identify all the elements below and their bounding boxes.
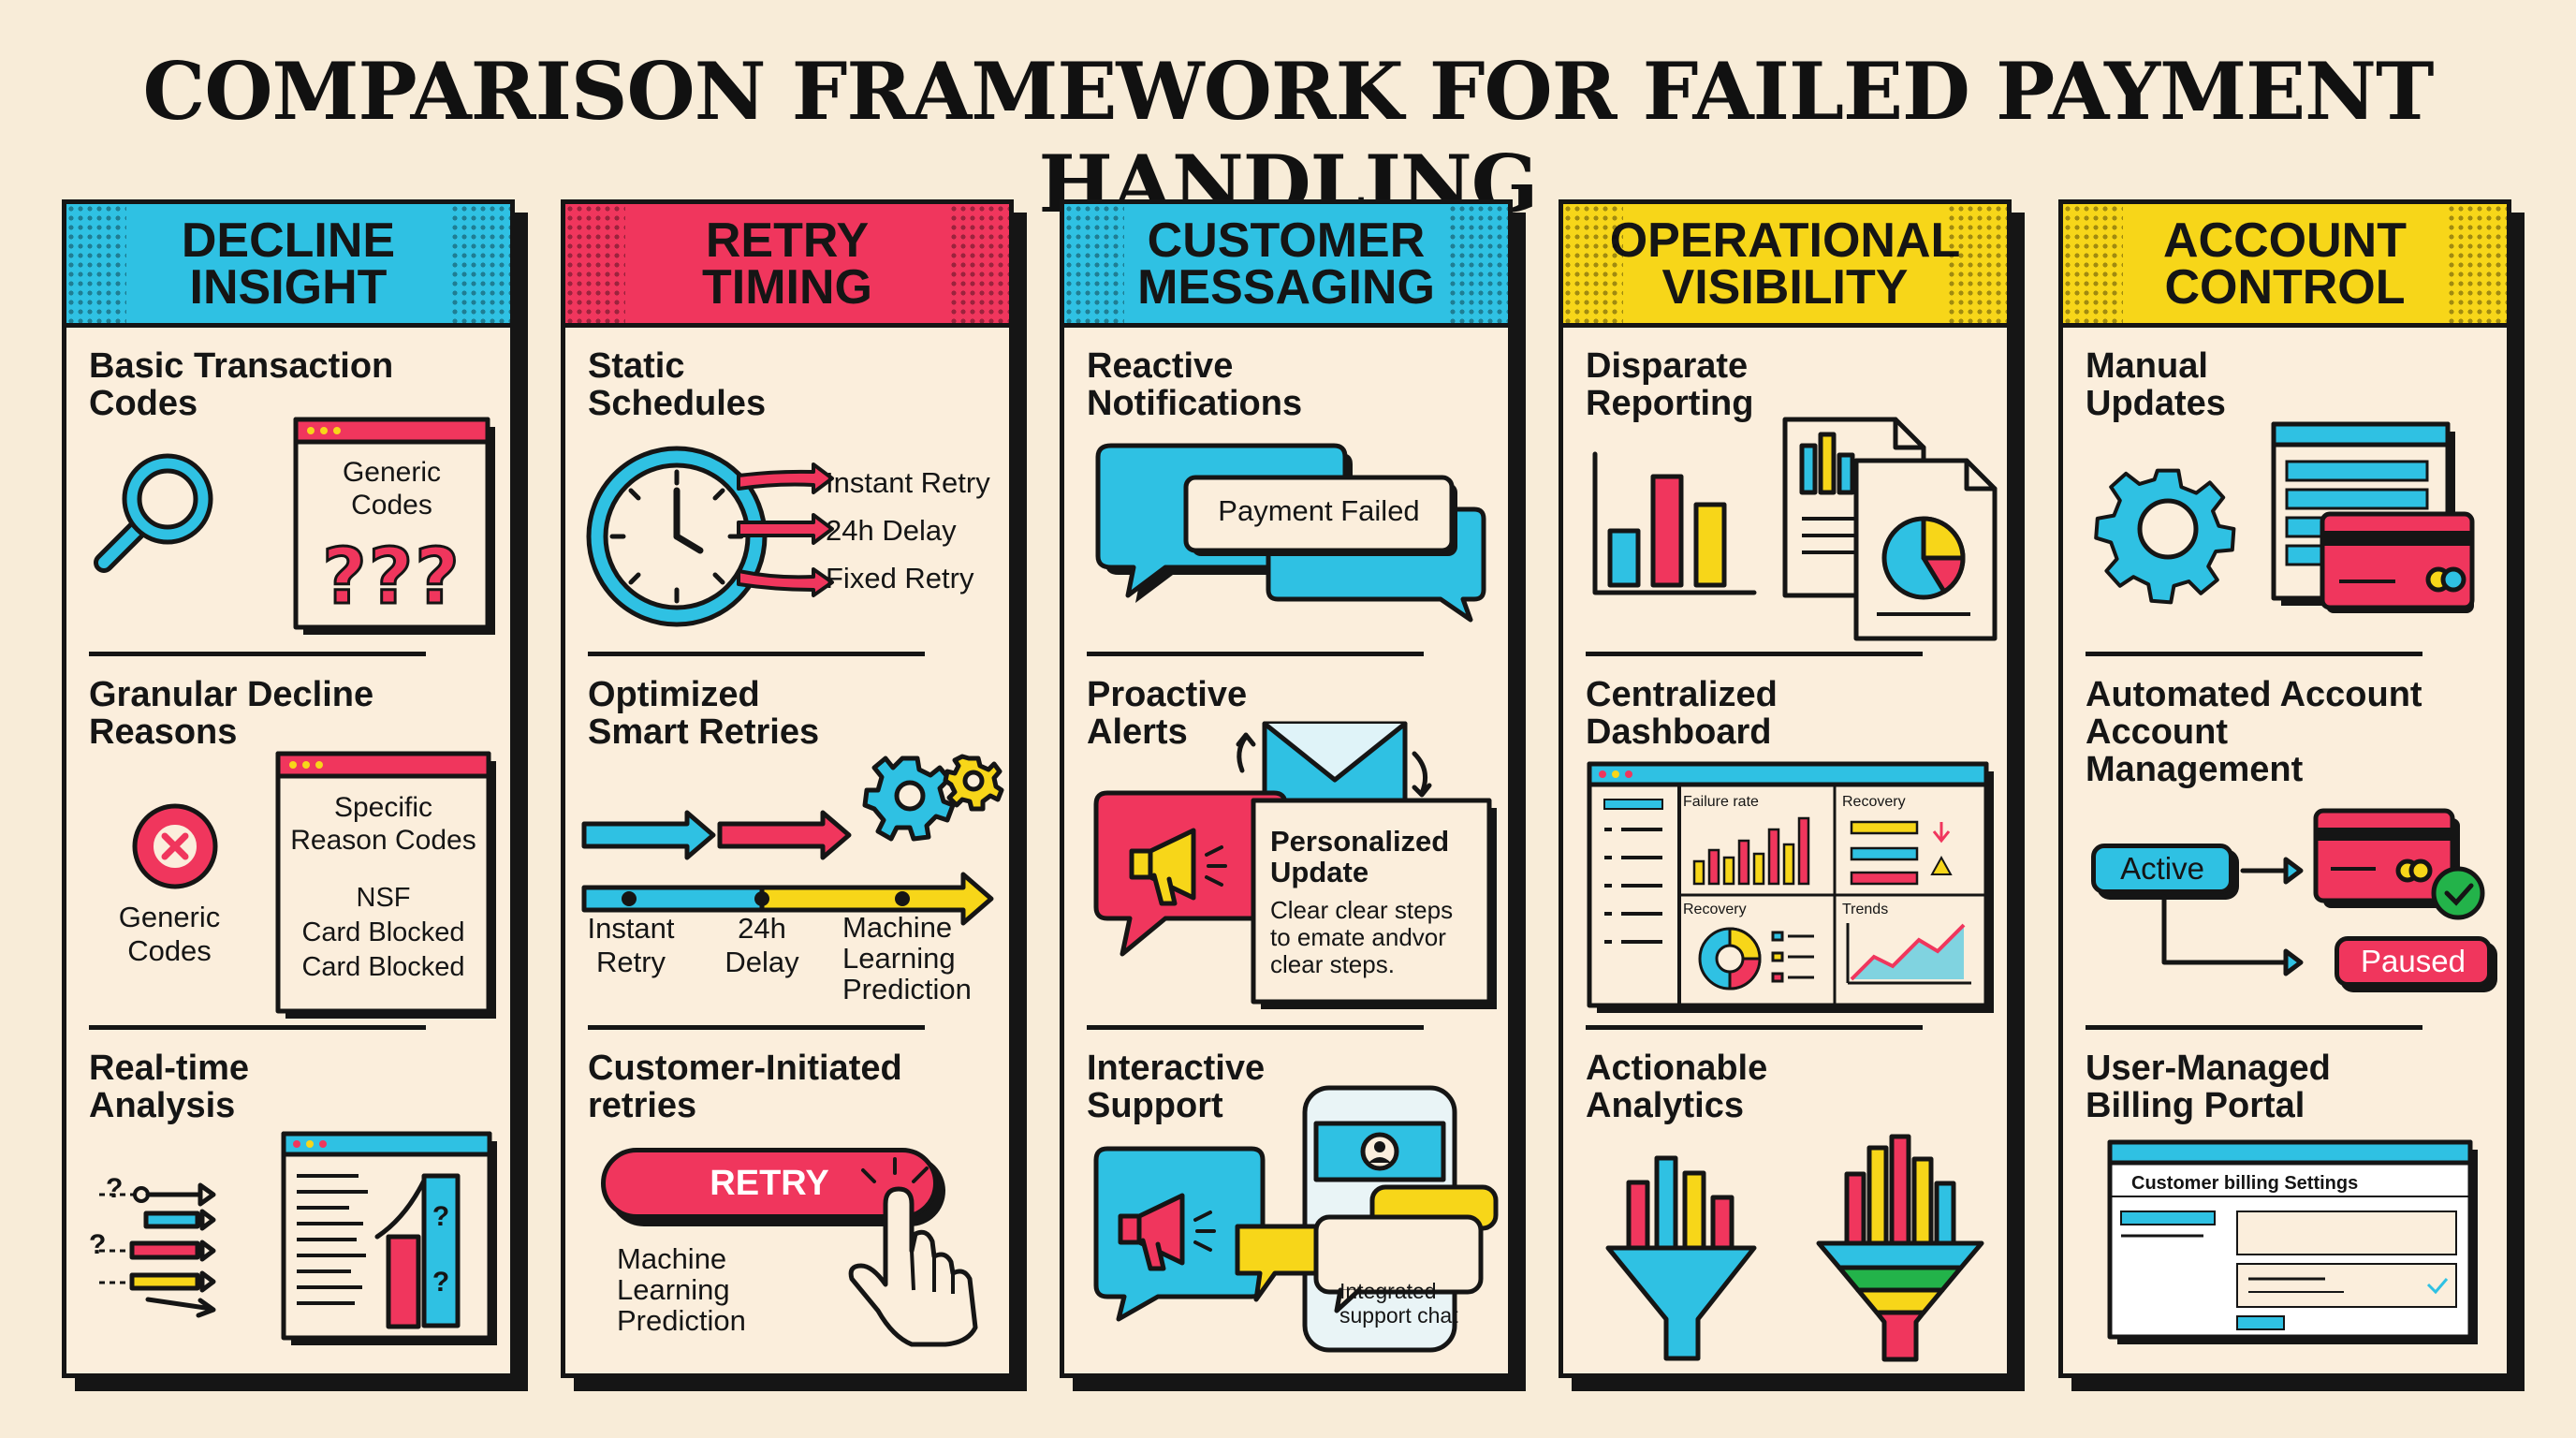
section-divider [1586,652,1923,656]
credit-card-check-icon [2313,808,2485,920]
section-divider [2086,652,2422,656]
generic-codes-card [293,417,495,635]
billing-portal-window [2107,1139,2478,1344]
dashboard-window [1587,761,1994,1013]
question-mark: ? [432,1267,450,1298]
pointer-hand-icon [848,1157,978,1347]
section-divider [1586,1025,1923,1030]
megaphone-alert-icon [1093,790,1288,957]
retry-option: Fixed Retry [826,562,974,594]
analysis-window [281,1131,497,1345]
state-flow-arrows [2161,857,2304,976]
status-active-label: Active [2120,851,2204,886]
retry-arrows [737,462,834,597]
funnel-cyan-icon [1605,1155,1757,1361]
retry-option: Instant Retry [826,466,990,499]
funnel-color-icon [1816,1134,1984,1362]
decline-x-icon [132,803,218,889]
status-paused-label: Paused [2361,944,2466,978]
panel-label: Trends [1842,902,1889,917]
question-marks: ??? [321,532,461,624]
specific-codes-card [275,751,496,1019]
section-divider [1087,652,1424,656]
smart-retry-timeline [581,810,994,926]
section-divider [2086,1025,2422,1030]
section-divider [588,652,925,656]
question-mark: ? [432,1201,450,1232]
panel-label: Failure rate [1683,794,1759,810]
status-active-badge[interactable]: Active [2091,844,2233,894]
bar-chart-icon [1592,451,1757,595]
retry-option: 24h Delay [826,514,957,547]
panel-label: Recovery [1842,794,1906,810]
payment-failed-message: Payment Failed [1218,494,1420,527]
retry-button[interactable]: RETRY [601,1148,938,1219]
question-mark: ? [89,1229,107,1260]
portal-title: Customer billing Settings [2131,1173,2359,1194]
magnifier-icon [94,453,213,573]
account-form-window [2271,421,2475,613]
clock-icon [586,446,768,627]
section-divider [89,652,426,656]
support-megaphone-icon [1093,1146,1266,1322]
phone-chat-icon [1235,1085,1499,1353]
report-documents-icon [1782,417,1998,641]
page-title: COMPARISON FRAMEWORK FOR FAILED PAYMENT … [142,45,2435,230]
gears-icon [862,754,1004,842]
retry-button-label: RETRY [710,1163,829,1203]
status-paused-badge[interactable]: Paused [2334,936,2492,987]
flow-arrows-icon [99,1182,216,1318]
personalized-update-card [1251,798,1497,1009]
section-divider [89,1025,426,1030]
notification-bubbles-icon [1095,443,1486,623]
panel-label: Recovery [1683,902,1747,917]
gear-icon [2094,468,2236,605]
question-mark: ? [106,1173,124,1204]
section-divider [1087,1025,1424,1030]
section-divider [588,1025,925,1030]
